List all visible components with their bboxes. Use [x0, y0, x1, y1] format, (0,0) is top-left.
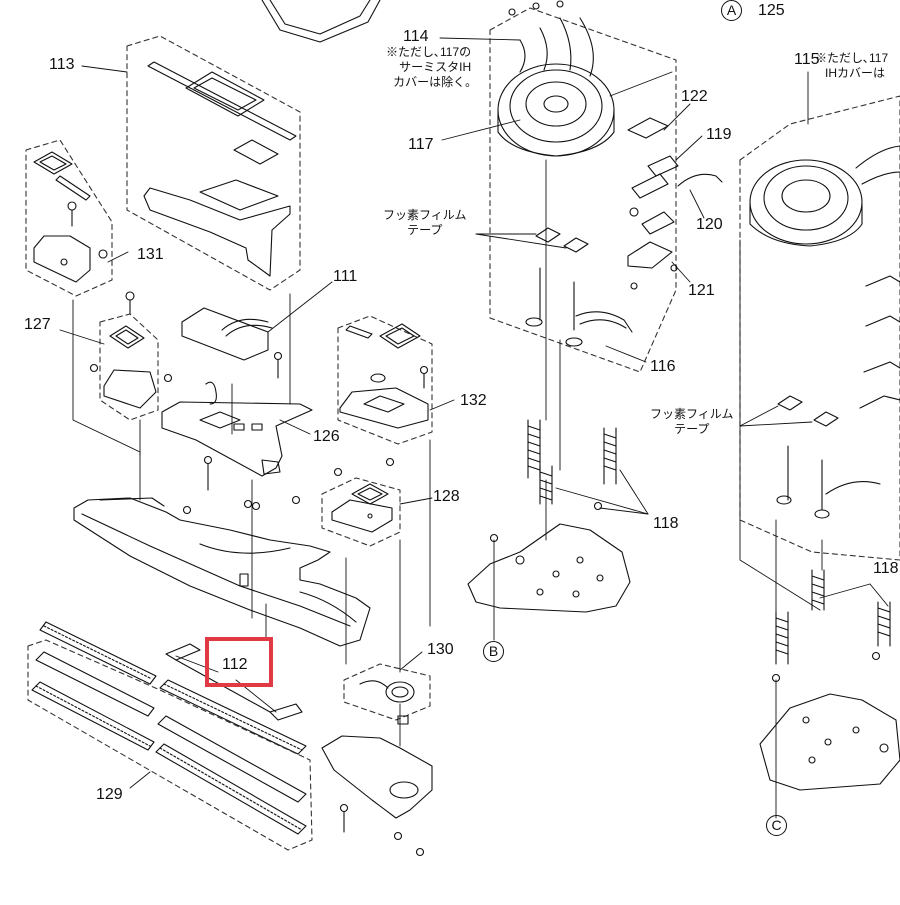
highlight-box — [205, 637, 273, 687]
part-label-130: 130 — [427, 641, 454, 658]
group-132-boundary — [337, 315, 433, 445]
part-118-springs-right — [771, 569, 891, 683]
alignment-lines — [72, 159, 823, 819]
leader-lines — [59, 37, 889, 789]
part-label-111: 111 — [333, 268, 358, 285]
part-base-plate-c — [759, 693, 900, 791]
part-label-131: 131 — [137, 246, 164, 263]
note-film-tape-1: フッ素フィルム テープ — [383, 208, 467, 238]
part-label-122: 122 — [681, 88, 708, 105]
part-132 — [339, 323, 429, 429]
part-130-speaker — [359, 680, 415, 703]
group-131-boundary — [25, 139, 113, 297]
group-113-boundary — [126, 35, 301, 291]
part-base-plate-b — [467, 523, 631, 613]
part-label-121: 121 — [688, 282, 715, 299]
part-bottom-bracket — [321, 715, 433, 857]
part-111-bracket — [181, 307, 283, 379]
part-126-board — [161, 381, 313, 509]
note-114-line3: カバーは除く｡ — [393, 75, 472, 89]
part-115-ih-coil — [749, 145, 900, 409]
part-label-126: 126 — [313, 428, 340, 445]
part-thermistor-right — [776, 395, 881, 519]
part-label-114: 114 — [403, 28, 429, 45]
part-113-gasket — [143, 61, 297, 277]
main-chassis-frame — [73, 495, 371, 647]
part-label-112: 112 — [222, 656, 248, 673]
note-115: ※ただし､117 IHカバーは — [815, 51, 888, 81]
top-frame-fragment — [261, 0, 381, 43]
part-128 — [331, 457, 395, 533]
group-129-boundary — [27, 639, 313, 851]
parts-119-122 — [627, 117, 723, 290]
part-117-ih-coil — [497, 0, 615, 157]
part-label-118: 118 — [653, 515, 679, 532]
part-label-125: 125 — [758, 2, 785, 19]
part-label-132: 132 — [460, 392, 487, 409]
note-film-1-line2: テープ — [407, 223, 443, 237]
group-115-boundary — [739, 95, 900, 561]
note-film-2-line2: テープ — [674, 422, 710, 436]
group-128-boundary — [321, 477, 401, 547]
note-115-line1: ※ただし､117 — [815, 51, 889, 65]
note-film-tape-2: フッ素フィルム テープ — [650, 407, 734, 437]
part-label-129: 129 — [96, 786, 123, 803]
part-131 — [33, 151, 108, 283]
part-label-116: 116 — [650, 358, 676, 375]
part-label-117: 117 — [408, 136, 434, 153]
group-114-boundary — [489, 7, 677, 373]
note-114-line2: サーミスタIH — [399, 60, 472, 74]
part-116-thermistor — [525, 227, 633, 347]
part-118-springs — [527, 419, 617, 511]
note-film-2-line1: フッ素フィルム — [650, 407, 734, 421]
part-label-119: 119 — [706, 126, 732, 143]
reference-marker-b: B — [483, 641, 504, 662]
note-114: ※ただし､117の サーミスタIH カバーは除く｡ — [386, 45, 471, 90]
part-label-118-right: 118 — [873, 560, 899, 577]
note-115-line2: IHカバーは — [825, 66, 886, 80]
part-127 — [89, 291, 173, 409]
part-label-128: 128 — [433, 488, 460, 505]
note-film-1-line1: フッ素フィルム — [383, 208, 467, 222]
part-label-115: 115 — [794, 51, 820, 68]
part-label-120: 120 — [696, 216, 723, 233]
group-130-boundary — [343, 663, 431, 721]
part-129-bars — [31, 621, 307, 835]
reference-marker-a: A — [721, 0, 742, 21]
reference-marker-c: C — [766, 815, 787, 836]
note-114-line1: ※ただし､117の — [386, 45, 472, 59]
part-label-127: 127 — [24, 316, 51, 333]
part-label-113: 113 — [49, 56, 75, 73]
